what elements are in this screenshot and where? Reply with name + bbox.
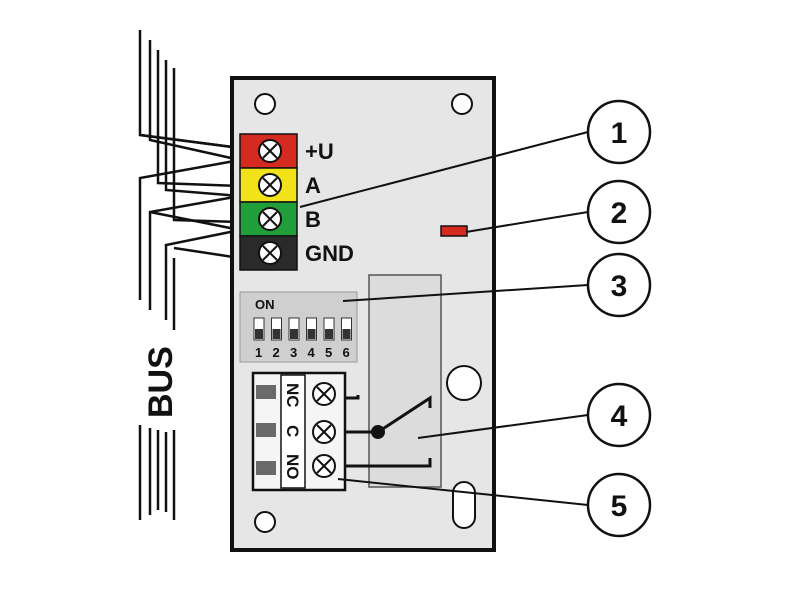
callout-circle	[586, 252, 652, 318]
callout-circle	[586, 382, 652, 448]
terminal-label: GND	[305, 241, 354, 266]
mount-hole-top-left	[254, 93, 276, 115]
relay-terminal-tab	[256, 385, 276, 399]
callout-number: 4	[611, 400, 628, 433]
callout-number: 1	[611, 117, 628, 150]
relay-contact-pivot	[371, 425, 385, 439]
callout-circle	[586, 99, 652, 165]
relay-contact-no-label: NO	[283, 454, 302, 480]
mount-slot	[452, 481, 476, 529]
mount-hole-bottom-left	[254, 511, 276, 533]
callouts: 1 2 3 4 5	[586, 99, 652, 538]
relay-terminal-label-strip	[280, 374, 306, 489]
bus-label: BUS	[142, 346, 180, 418]
callout-circle	[586, 472, 652, 538]
terminal-label: A	[305, 173, 321, 198]
relay-terminal-tab	[256, 461, 276, 475]
callout-lines	[299, 131, 589, 506]
status-led	[440, 225, 468, 237]
dip-toggle-lever	[342, 329, 351, 339]
dip-toggle-lever	[307, 329, 316, 339]
terminal-label: +U	[305, 139, 334, 164]
mount-hole-top-right	[451, 93, 473, 115]
bus-wires	[138, 30, 241, 520]
callout-number: 3	[611, 270, 628, 303]
callout-circle	[586, 179, 652, 245]
screw-slot	[262, 177, 278, 193]
dip-number: 4	[308, 345, 316, 360]
relay-terminal-screws	[312, 382, 336, 478]
dip-toggle-lever	[325, 329, 333, 339]
dip-number: 3	[290, 345, 297, 360]
bus-terminal-block: +U AB GND	[239, 133, 354, 271]
dip-number: 6	[343, 345, 350, 360]
mount-hole-middle-right	[446, 365, 482, 401]
dip-number: 1	[255, 345, 262, 360]
dip-toggle-lever	[290, 329, 298, 339]
relay-terminal-tab	[256, 423, 276, 437]
terminal-label: B	[305, 207, 321, 232]
callout-number: 5	[611, 490, 628, 523]
relay	[368, 274, 442, 488]
screw-slot	[262, 211, 278, 227]
screw-slot	[262, 245, 278, 261]
dip-toggle-lever	[255, 329, 263, 339]
dip-number: 2	[273, 345, 280, 360]
relay-contact-nc-label: NC	[283, 383, 302, 408]
callout-number: 2	[611, 197, 628, 230]
dip-switch-on-label: ON	[255, 297, 275, 312]
relay-contact-c-label: C	[283, 425, 302, 437]
dip-toggle-lever	[272, 329, 281, 339]
dip-number: 5	[325, 345, 332, 360]
screw-slot	[262, 143, 278, 159]
